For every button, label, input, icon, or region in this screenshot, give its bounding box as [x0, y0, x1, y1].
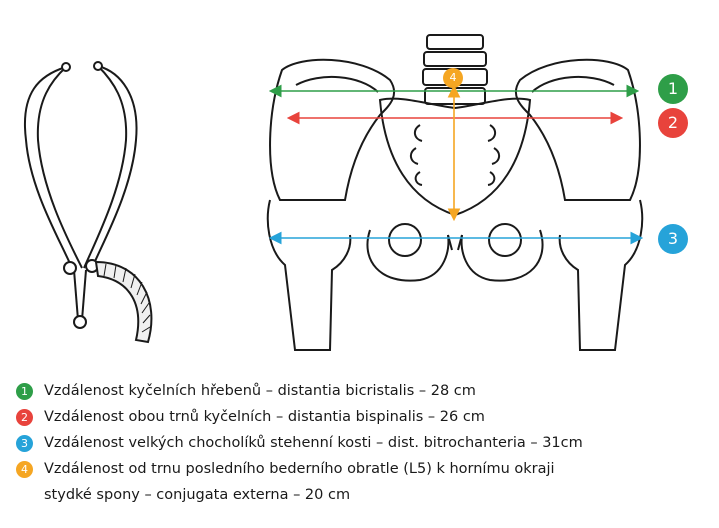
legend-text-2: Vzdálenost obou trnů kyčelních – distant…	[44, 409, 485, 425]
pelvimetry-figure: 1 2 3 4	[23, 34, 688, 351]
legend-text-1: Vzdálenost kyčelních hřebenů – distantia…	[44, 383, 476, 399]
legend-item-4: 4 Vzdálenost od trnu posledního bederníh…	[16, 456, 706, 482]
legend: 1 Vzdálenost kyčelních hřebenů – distant…	[16, 378, 706, 508]
legend-item-2: 2 Vzdálenost obou trnů kyčelních – dista…	[16, 404, 706, 430]
legend-dot-4: 4	[16, 461, 33, 478]
legend-text-4-cont: stydké spony – conjugata externa – 20 cm	[44, 487, 351, 503]
legend-item-4-continuation: stydké spony – conjugata externa – 20 cm	[16, 482, 706, 508]
marker-1-badge: 1	[658, 74, 688, 104]
legend-dot-2: 2	[16, 409, 33, 426]
legend-dot-3: 3	[16, 435, 33, 452]
pelvimeter-icon	[23, 61, 153, 344]
legend-item-1: 1 Vzdálenost kyčelních hřebenů – distant…	[16, 378, 706, 404]
marker-2-badge: 2	[658, 108, 688, 138]
figure-svg	[23, 34, 644, 351]
pelvis-drawing	[266, 34, 644, 351]
marker-4-badge: 4	[443, 68, 463, 88]
marker-3-badge: 3	[658, 224, 688, 254]
legend-dot-1: 1	[16, 383, 33, 400]
legend-text-3: Vzdálenost velkých chocholíků stehenní k…	[44, 435, 583, 451]
legend-item-3: 3 Vzdálenost velkých chocholíků stehenní…	[16, 430, 706, 456]
legend-text-4: Vzdálenost od trnu posledního bederního …	[44, 461, 555, 477]
